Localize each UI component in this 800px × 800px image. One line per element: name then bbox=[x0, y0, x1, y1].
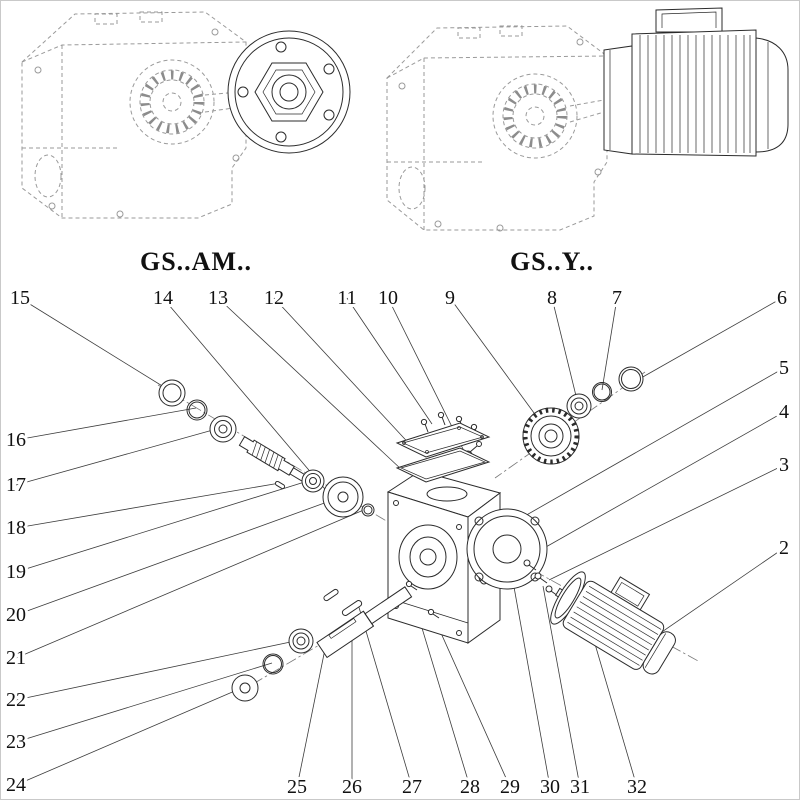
part-number-32: 32 bbox=[627, 776, 647, 798]
leader-line-18 bbox=[15, 482, 281, 529]
part-number-2: 2 bbox=[779, 537, 789, 559]
leader-line-29 bbox=[431, 612, 511, 788]
end-washer bbox=[231, 674, 259, 702]
part-number-31: 31 bbox=[570, 776, 590, 798]
motor-fan-cowl bbox=[642, 631, 676, 675]
key-large bbox=[341, 600, 363, 616]
part-number-12: 12 bbox=[264, 287, 284, 309]
oil-seal-input bbox=[158, 379, 186, 407]
part-number-23: 23 bbox=[6, 731, 26, 753]
part-number-29: 29 bbox=[500, 776, 520, 798]
terminal-box-top bbox=[655, 7, 723, 33]
pin bbox=[274, 480, 286, 490]
inspection-cover bbox=[395, 422, 491, 458]
part-number-6: 6 bbox=[777, 287, 787, 309]
part-number-21: 21 bbox=[6, 647, 26, 669]
bearing-worm-end bbox=[301, 469, 325, 493]
motor-exploded bbox=[550, 571, 676, 675]
variant-am-label: GS..AM.. bbox=[140, 247, 252, 276]
motor-drawing-top bbox=[603, 7, 789, 157]
part-number-20: 20 bbox=[6, 604, 26, 626]
part-number-5: 5 bbox=[779, 357, 789, 379]
leader-line-32 bbox=[589, 626, 638, 788]
leader-line-4 bbox=[529, 411, 785, 557]
output-flange-ring bbox=[466, 508, 548, 590]
leader-line-31 bbox=[542, 585, 581, 788]
leader-line-5 bbox=[515, 367, 785, 522]
leader-line-9 bbox=[449, 297, 546, 429]
part-number-9: 9 bbox=[445, 287, 455, 309]
leader-line-11 bbox=[346, 297, 433, 425]
output-shaft bbox=[316, 586, 413, 659]
leader-line-30 bbox=[513, 586, 551, 788]
drive-disc bbox=[322, 476, 364, 518]
part-number-26: 26 bbox=[342, 776, 362, 798]
leader-line-24 bbox=[15, 686, 245, 786]
leader-lines bbox=[15, 297, 785, 788]
leader-line-21 bbox=[15, 508, 367, 659]
leader-line-12 bbox=[273, 297, 416, 451]
bearing-output bbox=[288, 628, 314, 654]
leader-line-15 bbox=[19, 297, 173, 393]
leader-line-16 bbox=[15, 407, 197, 441]
part-number-18: 18 bbox=[6, 517, 26, 539]
part-number-7: 7 bbox=[612, 287, 622, 309]
leader-line-8 bbox=[551, 297, 579, 405]
leader-line-3 bbox=[548, 464, 785, 581]
part-number-3: 3 bbox=[779, 454, 789, 476]
leader-line-27 bbox=[357, 603, 413, 788]
part-number-11: 11 bbox=[337, 287, 356, 309]
leader-line-13 bbox=[217, 297, 403, 471]
shaft-bolts bbox=[405, 580, 440, 619]
helical-gear bbox=[522, 407, 580, 465]
part-number-27: 27 bbox=[402, 776, 422, 798]
part-number-22: 22 bbox=[6, 689, 26, 711]
leader-line-23 bbox=[15, 662, 273, 743]
part-number-19: 19 bbox=[6, 561, 26, 583]
leader-line-19 bbox=[15, 479, 312, 573]
flange-bolts bbox=[523, 559, 559, 597]
part-number-10: 10 bbox=[378, 287, 398, 309]
snap-ring-gear bbox=[592, 382, 612, 402]
part-number-13: 13 bbox=[208, 287, 228, 309]
bearing-gear bbox=[566, 393, 592, 419]
output-flange-drawing bbox=[227, 30, 351, 154]
flange-hex-hub bbox=[254, 62, 324, 122]
leader-line-20 bbox=[15, 496, 342, 616]
leader-line-7 bbox=[601, 297, 618, 391]
part-number-16: 16 bbox=[6, 429, 26, 451]
exploded-parts bbox=[158, 366, 676, 702]
part-number-28: 28 bbox=[460, 776, 480, 798]
part-number-14: 14 bbox=[153, 287, 173, 309]
part-number-15: 15 bbox=[10, 287, 30, 309]
key-small bbox=[323, 588, 339, 602]
leader-line-17 bbox=[15, 427, 221, 486]
part-number-30: 30 bbox=[540, 776, 560, 798]
snap-ring-input bbox=[186, 399, 208, 421]
snap-ring-output bbox=[262, 653, 284, 675]
leader-line-25 bbox=[296, 648, 326, 788]
shim-ring bbox=[618, 366, 644, 392]
leader-line-14 bbox=[162, 297, 331, 496]
fan-cowl bbox=[755, 37, 789, 153]
part-number-17: 17 bbox=[6, 474, 26, 496]
part-number-4: 4 bbox=[779, 401, 789, 423]
part-number-8: 8 bbox=[547, 287, 557, 309]
gearbox-housing-y bbox=[386, 25, 608, 232]
gearbox-housing-am bbox=[21, 11, 263, 219]
o-ring bbox=[361, 503, 375, 517]
part-number-24: 24 bbox=[6, 774, 26, 796]
leader-line-2 bbox=[639, 547, 785, 648]
part-number-25: 25 bbox=[287, 776, 307, 798]
variant-y-label: GS..Y.. bbox=[510, 247, 594, 276]
cover-gasket bbox=[395, 447, 491, 483]
leader-line-6 bbox=[640, 297, 783, 379]
leader-line-22 bbox=[15, 639, 301, 701]
bearing-input bbox=[209, 415, 237, 443]
